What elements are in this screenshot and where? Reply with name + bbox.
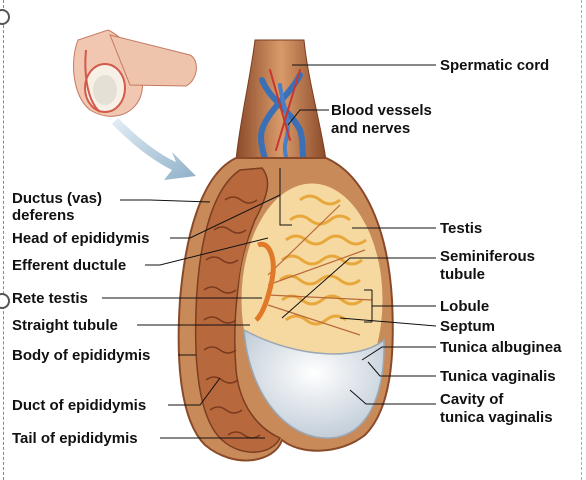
label-lobule: Lobule [440,298,490,315]
label-ductus-deferens: Ductus (vas) [12,190,103,207]
label-seminiferous-tubule: Seminiferous [440,248,536,265]
label-spermatic-cord: Spermatic cord [440,57,550,74]
label-tunica-albuginea: Tunica albuginea [440,339,562,356]
inset-thumbnail [73,29,197,117]
epididymis [194,167,282,453]
septa [267,204,373,336]
label-cavity-of-tunica-vaginalis: Cavity of [440,391,504,408]
selection-frame-left-edge [3,0,4,480]
resize-handle-middle-left[interactable] [0,293,10,309]
label-testis: Testis [440,220,483,237]
label-efferent-ductule: Efferent ductule [12,257,127,274]
label-duct-of-epididymis: Duct of epididymis [12,397,147,414]
pointer-arrow [112,118,196,180]
label-ductus-deferens-line2: deferens [12,207,75,224]
epididymis-coils [203,196,261,439]
label-blood-vessels: Blood vessels [331,102,432,119]
label-body-of-epididymis: Body of epididymis [12,347,151,364]
leader-lines [102,64,437,439]
tunica-vaginalis-cavity [243,328,385,439]
label-head-of-epididymis: Head of epididymis [12,230,150,247]
label-tunica-vaginalis: Tunica vaginalis [440,368,556,385]
resize-handle-top-left[interactable] [0,9,10,25]
rete-testis [254,241,276,322]
label-seminiferous-tubule-line2: tubule [440,266,485,283]
selection-frame-right-edge [581,0,582,480]
label-straight-tubule: Straight tubule [12,317,118,334]
label-cavity-of-tunica-vaginalis-line2: tunica vaginalis [440,409,553,426]
label-rete-testis: Rete testis [12,290,88,307]
label-tail-of-epididymis: Tail of epididymis [12,430,138,447]
label-blood-vessels-line2: and nerves [331,120,411,137]
label-septum: Septum [440,318,496,335]
